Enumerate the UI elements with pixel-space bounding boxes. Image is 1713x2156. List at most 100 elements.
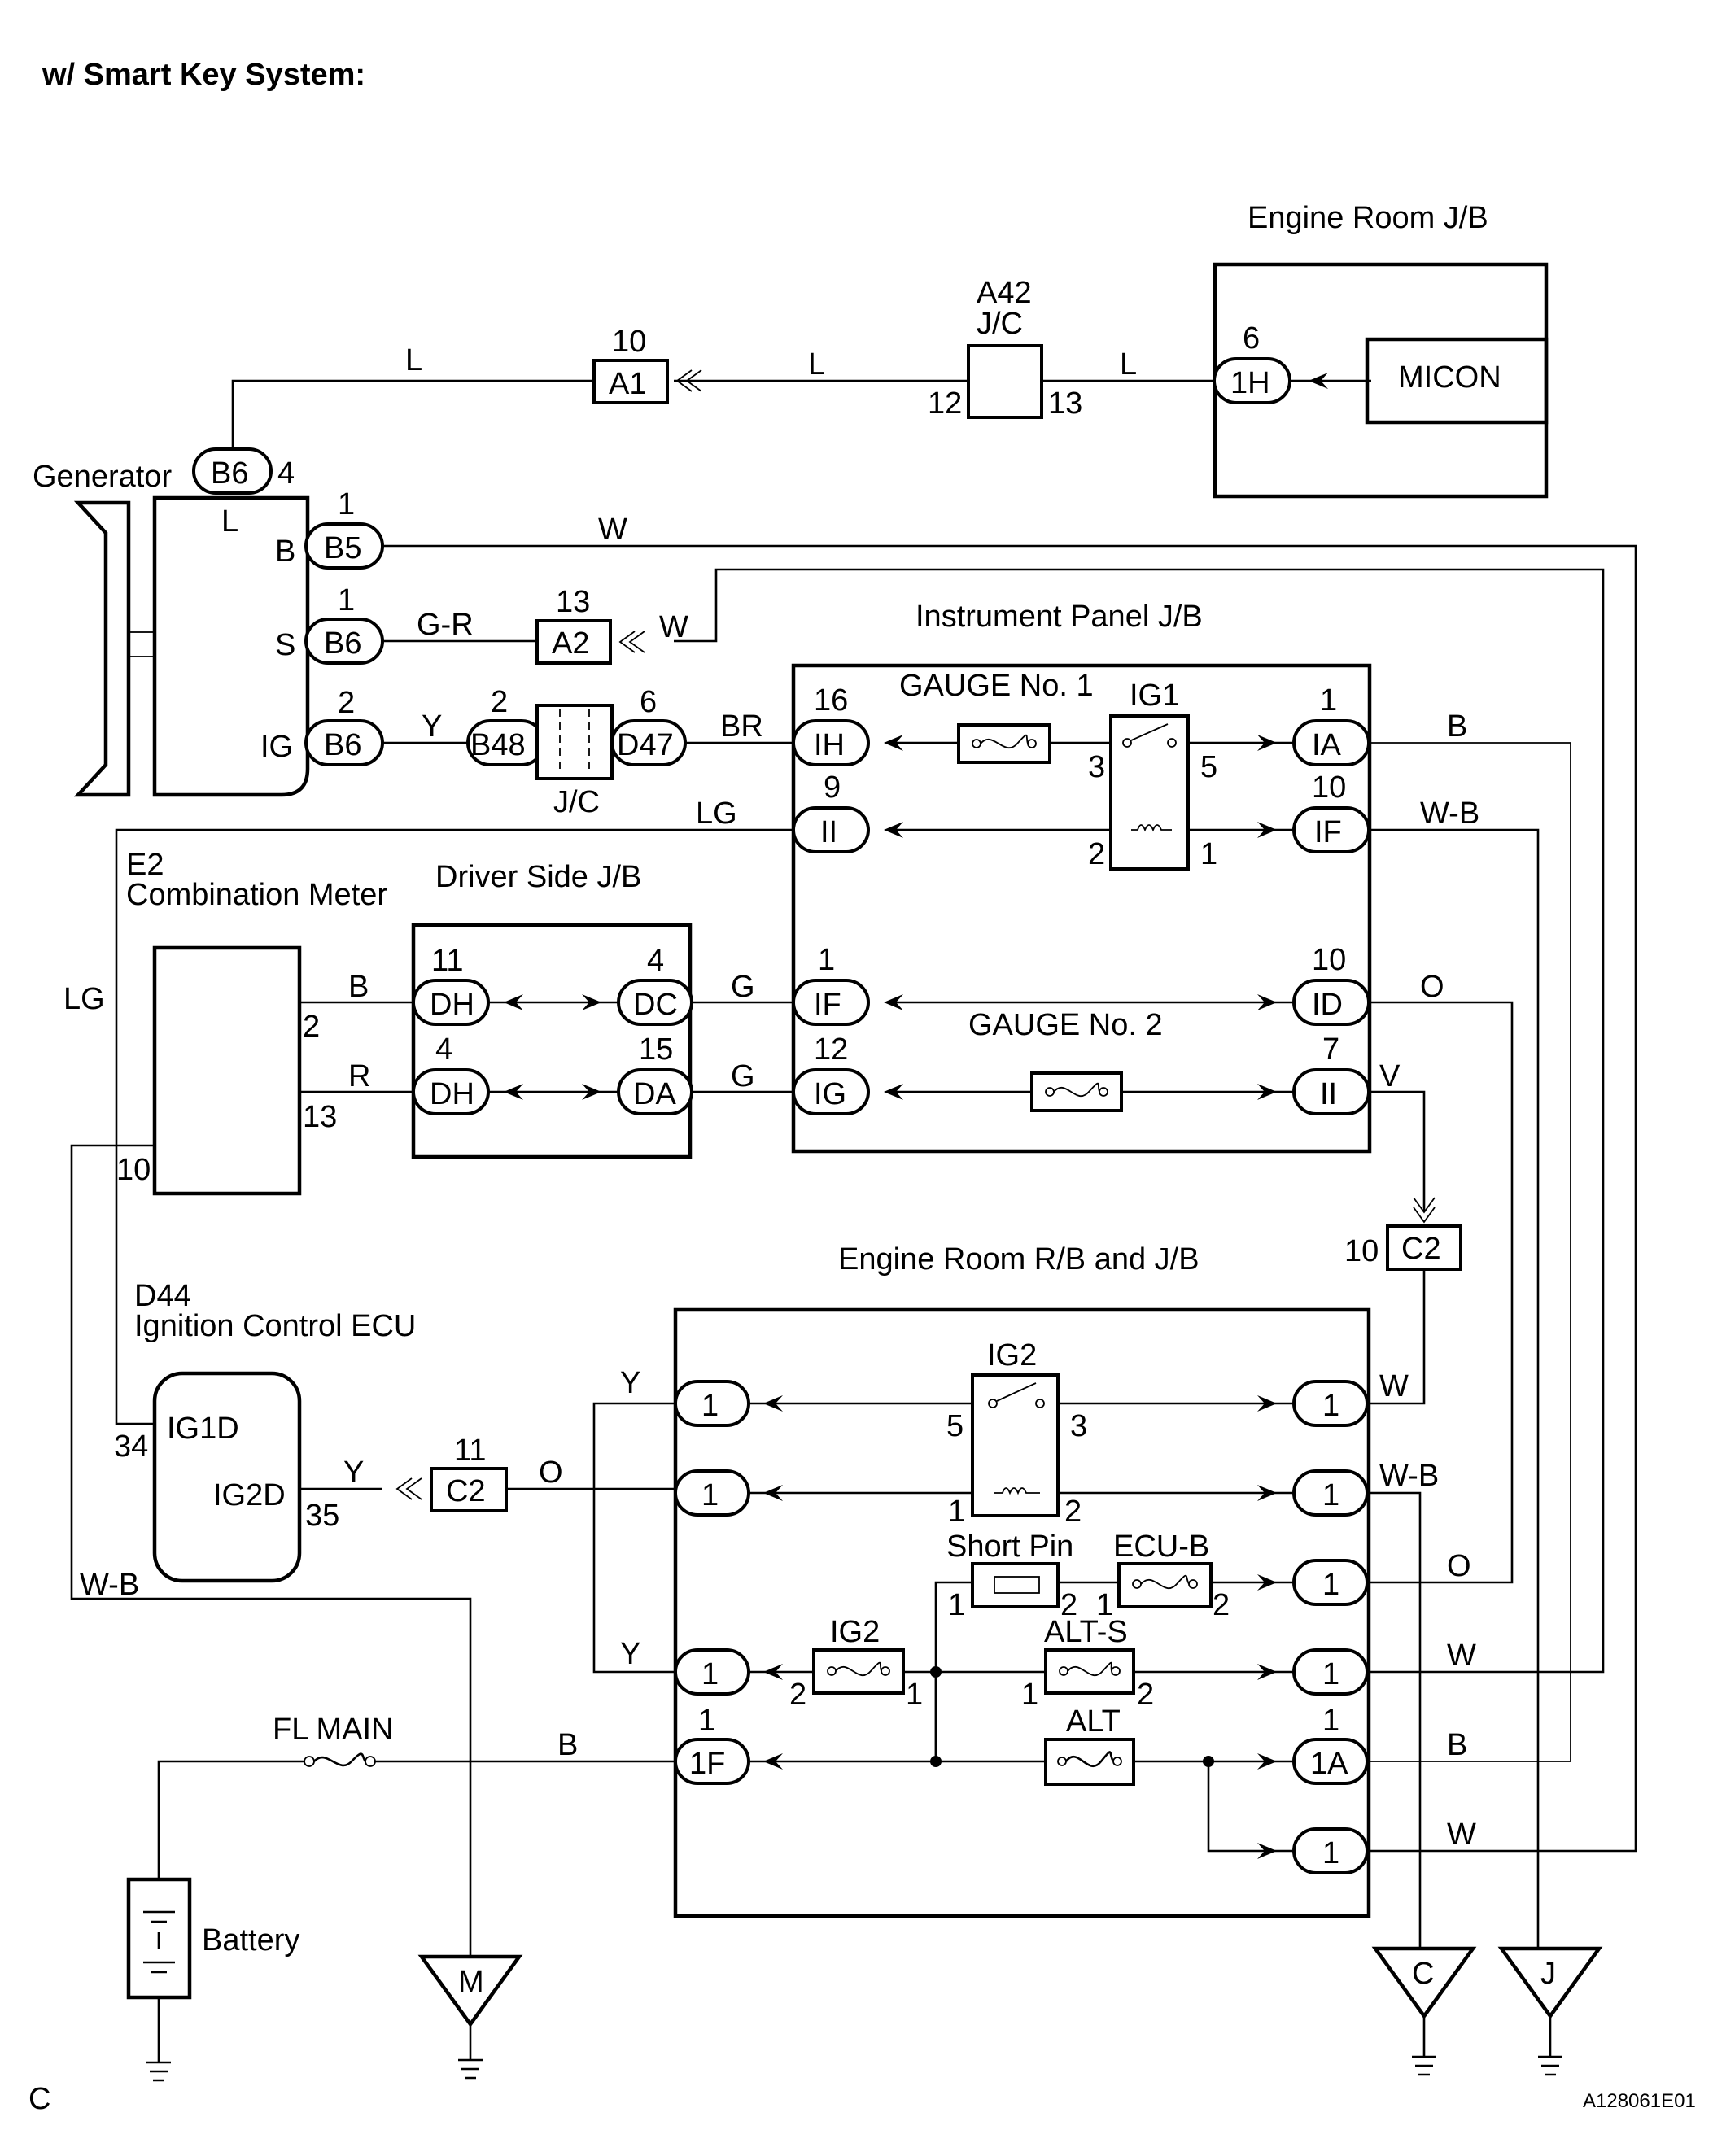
generator-pulley <box>73 500 131 797</box>
wire-y-2: Y <box>620 1637 640 1671</box>
wire-b-fl: B <box>557 1728 578 1762</box>
e2-label: E2 <box>126 848 164 882</box>
connector-dh-2 <box>412 1068 490 1115</box>
wire-g-2: G <box>731 1059 755 1093</box>
connector-1-right-2 <box>1292 1469 1369 1517</box>
junction-dots <box>930 1666 1214 1767</box>
pin-1-1a: 1 <box>1322 1704 1339 1738</box>
pin-9-ii: 9 <box>824 770 841 805</box>
connector-ia <box>1292 719 1370 766</box>
double-chevron-icon <box>618 631 645 653</box>
pin-35-ecu: 35 <box>305 1499 339 1533</box>
pin-1-ig2: 1 <box>948 1495 965 1529</box>
pin-2-ig1: 2 <box>1088 837 1105 871</box>
terminal-s: S <box>275 628 295 662</box>
relay-switch <box>1130 723 1169 741</box>
connector-ih <box>792 719 870 766</box>
connector-a1-label: A1 <box>609 367 646 401</box>
connector-b6-top <box>192 447 273 495</box>
connector-1-right-6 <box>1292 1827 1369 1874</box>
alt-s-label: ALT-S <box>1044 1615 1128 1649</box>
connector-a2-label: A2 <box>552 626 589 661</box>
connector-b5-label: B5 <box>324 531 361 565</box>
pin-7-ii: 7 <box>1322 1032 1339 1067</box>
wire-y-ig2d: Y <box>343 1456 364 1490</box>
wire-l-3: L <box>1120 347 1137 382</box>
ig1-label: IG1 <box>1130 679 1179 713</box>
pin-1-ig2-fuse: 1 <box>906 1678 923 1712</box>
double-chevron-icon <box>1413 1197 1436 1224</box>
generator-label: Generator <box>33 460 172 494</box>
connector-d47 <box>610 719 687 766</box>
wire-br: BR <box>720 709 763 744</box>
terminal-b: B <box>275 535 295 569</box>
connector-dc <box>617 979 693 1026</box>
pin-16-ih: 16 <box>814 683 848 718</box>
wire-w-a2: W <box>659 610 688 644</box>
wire-w-alt-s: W <box>1447 1639 1476 1673</box>
pin-4-dh: 4 <box>435 1032 452 1067</box>
pin-1-ia: 1 <box>1320 683 1337 718</box>
pin-4-b6: 4 <box>277 456 295 491</box>
combination-meter-label: Combination Meter <box>126 878 387 912</box>
pin-6-1h: 6 <box>1243 321 1260 356</box>
ig2-fuse-label: IG2 <box>830 1615 880 1649</box>
pin-5-ig2: 5 <box>946 1409 964 1443</box>
pin-4-dc: 4 <box>647 944 664 978</box>
connector-1f <box>674 1738 750 1785</box>
wire-g-r: G-R <box>417 608 474 642</box>
pin-13-a2: 13 <box>556 585 590 619</box>
ground-j-label: J <box>1540 1957 1556 1991</box>
wire-l-1: L <box>405 343 422 378</box>
connector-a1 <box>592 359 669 404</box>
pin-13-meter: 13 <box>303 1100 337 1134</box>
connector-1-left-3-label: 1 <box>701 1657 719 1691</box>
connector-ii-right-label: II <box>1320 1077 1337 1111</box>
ecu-b-label: ECU-B <box>1113 1530 1209 1564</box>
a42-label: A42 <box>977 276 1032 310</box>
connector-1-right-3-label: 1 <box>1322 1568 1339 1602</box>
connector-dh-1 <box>412 979 490 1026</box>
corner-letter: C <box>28 2082 50 2116</box>
connector-dh-2-label: DH <box>430 1077 474 1111</box>
relay-coil <box>1131 824 1172 832</box>
gauge1-label: GAUGE No. 1 <box>899 669 1094 703</box>
connector-1h-label: 1H <box>1230 366 1270 400</box>
driver-side-jb-box <box>411 923 693 1159</box>
connector-1h <box>1213 357 1291 404</box>
pin-1-ecu-b: 1 <box>1096 1588 1113 1622</box>
fuse-icon <box>835 1661 882 1677</box>
pin-10-c2: 10 <box>1344 1234 1379 1268</box>
diagram-title: w/ Smart Key System: <box>42 58 365 92</box>
ignition-control-ecu-label: Ignition Control ECU <box>134 1309 416 1343</box>
pin-3-ig2: 3 <box>1070 1409 1087 1443</box>
fl-main-label: FL MAIN <box>273 1713 394 1747</box>
connector-if-right-label: IF <box>1314 815 1342 849</box>
ground-icon <box>458 2024 483 2080</box>
connector-ii-left-label: II <box>820 815 837 849</box>
jc-box <box>535 704 614 780</box>
connector-b6-ig-label: B6 <box>324 728 361 762</box>
fusible-link-icon <box>313 1752 367 1767</box>
pin-1-alt-s: 1 <box>1021 1678 1038 1712</box>
connector-1a-label: 1A <box>1310 1747 1348 1781</box>
pin-1-if: 1 <box>818 943 835 977</box>
connector-if-right <box>1292 806 1370 853</box>
pin-2-short-pin: 2 <box>1060 1588 1077 1622</box>
wire-v-ii: V <box>1379 1059 1401 1093</box>
ground-m-label: M <box>458 1965 484 1999</box>
connector-ii-left <box>792 806 870 853</box>
jc-dashed-lines <box>559 709 590 775</box>
short-pin-element <box>994 1576 1040 1594</box>
relay-coil <box>994 1487 1040 1495</box>
wire-r-meter: R <box>348 1059 370 1093</box>
connector-a2 <box>535 619 612 665</box>
gauge2-fuse <box>1030 1071 1123 1112</box>
fuse-icon <box>1140 1574 1190 1590</box>
connector-dc-label: DC <box>633 988 678 1022</box>
connector-1-left-2-label: 1 <box>701 1478 719 1512</box>
instrument-panel-jb-label: Instrument Panel J/B <box>915 600 1203 634</box>
wire-y-ig: Y <box>422 709 442 744</box>
wire-lg-left: LG <box>63 982 105 1016</box>
connector-ig-left <box>792 1068 870 1115</box>
